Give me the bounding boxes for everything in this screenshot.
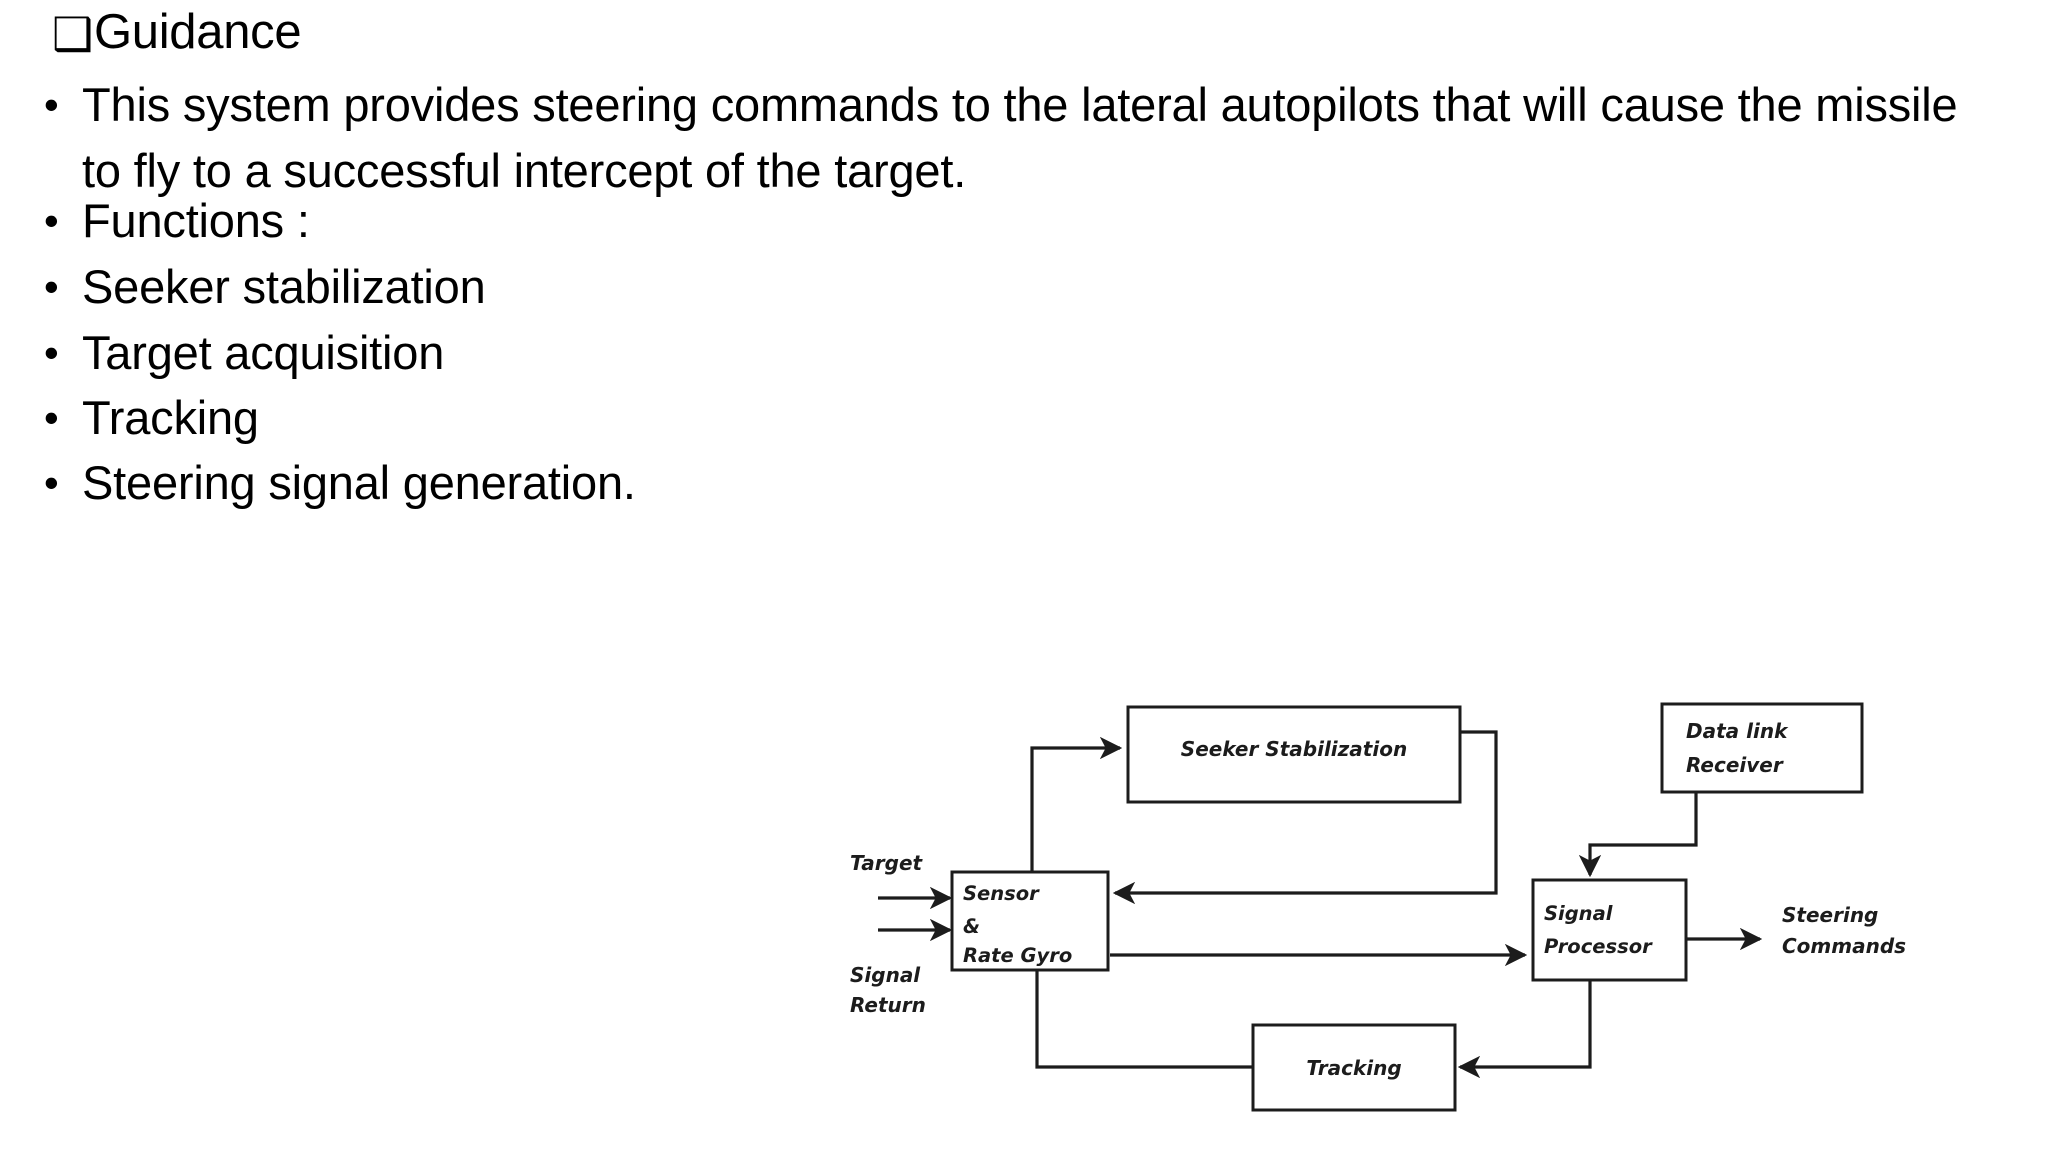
bullet-dot-icon: • <box>44 394 59 441</box>
box-data-link-receiver-label-line2: Receiver <box>1686 753 1784 777</box>
box-sensor-rate-gyro-label-line2: & <box>963 915 980 938</box>
bullet-dot-icon: • <box>44 197 59 244</box>
bullet-dot-icon: • <box>44 329 59 376</box>
bullet-item: • Tracking <box>44 385 259 451</box>
io-label-target: Target <box>850 851 924 875</box>
bullet-text: Target acquisition <box>82 326 445 379</box>
box-seeker-stabilization <box>1126 705 1462 804</box>
io-label-steering-commands-line2: Commands <box>1782 934 1906 958</box>
bullet-dot-icon: • <box>44 459 59 506</box>
page-title: ❑Guidance <box>52 5 302 60</box>
bullet-dot-icon: • <box>44 81 59 128</box>
bullet-item: • Steering signal generation. <box>44 450 636 516</box>
bullet-item: • Seeker stabilization <box>44 254 486 320</box>
box-signal-processor-label-line2: Processor <box>1544 935 1653 958</box>
box-signal-processor <box>1531 878 1688 982</box>
bullet-item: • Target acquisition <box>44 320 444 386</box>
bullet-item: • This system provides steering commands… <box>44 72 2004 204</box>
bullet-text: Functions : <box>82 194 310 247</box>
io-label-signal-return-line1: Signal <box>850 963 921 987</box>
box-sensor-rate-gyro-label-line3: Rate Gyro <box>963 944 1072 967</box>
bullet-text: Tracking <box>82 391 259 444</box>
box-tracking <box>1251 1023 1457 1112</box>
box-data-link-receiver-label-line1: Data link <box>1686 719 1789 743</box>
connector-sensor-to-seeker <box>1030 736 1123 872</box>
box-signal-processor-label-line1: Signal <box>1544 902 1613 925</box>
bullet-text: Seeker stabilization <box>82 260 486 313</box>
box-tracking-label: Tracking <box>1306 1056 1401 1080</box>
box-seeker-stabilization-label: Seeker Stabilization <box>1181 737 1407 761</box>
guidance-block-diagram: Seeker Stabilization Data link Receiver … <box>830 690 2010 1140</box>
io-label-signal-return-line2: Return <box>850 993 926 1017</box>
box-sensor-rate-gyro-label-line1: Sensor <box>963 882 1040 905</box>
bullet-text: This system provides steering commands t… <box>82 78 1958 197</box>
bullet-item: • Functions : <box>44 188 310 254</box>
hollow-shadow-box-bullet-icon: ❑ <box>52 8 93 60</box>
box-data-link-receiver <box>1660 702 1864 794</box>
bullet-dot-icon: • <box>44 263 59 310</box>
bullet-text: Steering signal generation. <box>82 456 636 509</box>
io-label-steering-commands-line1: Steering <box>1782 903 1878 927</box>
page-title-text: Guidance <box>93 5 302 59</box>
box-sensor-rate-gyro <box>950 870 1110 972</box>
connector-seeker-to-sensor <box>1112 730 1498 905</box>
connector-signal-processor-to-tracking <box>1457 980 1592 1079</box>
connector-datalink-to-signal-processor <box>1578 792 1698 878</box>
